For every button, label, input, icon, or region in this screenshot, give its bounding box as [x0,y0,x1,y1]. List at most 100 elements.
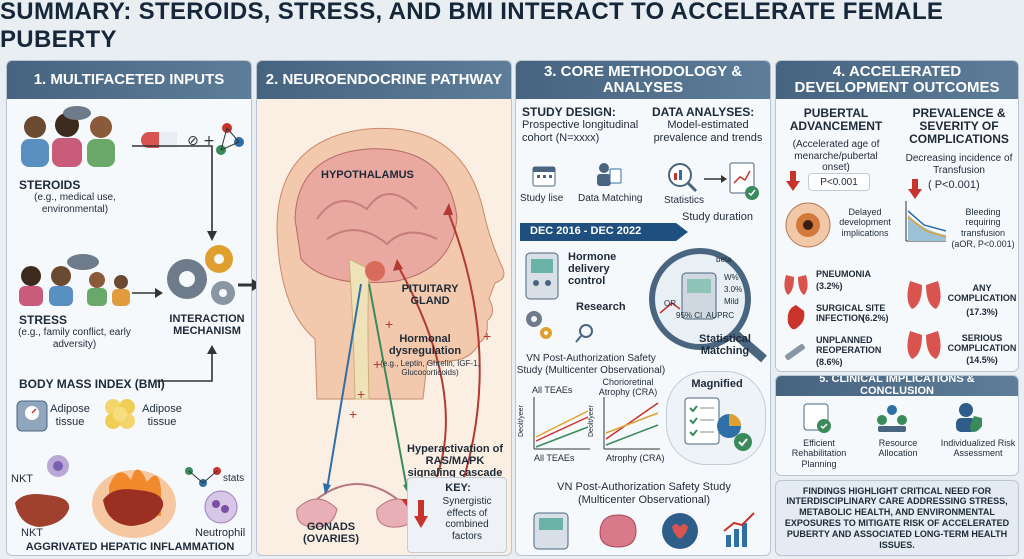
molecule-icon [185,467,221,487]
panel-development-outcomes: 4. ACCELERATED DEVELOPMENT OUTCOMES PUBE… [775,60,1019,372]
svg-text:+: + [349,406,357,422]
study-design-text: Prospective longitudinal cohort (N=xxxx) [522,119,639,144]
family-stress-icon [19,254,130,306]
page-title: SUMMARY: STEROIDS, STRESS, AND BMI INTER… [0,0,944,53]
eye-icon [785,202,831,248]
statistics-icon [668,162,759,200]
prevalence-sub: Decreasing incidence of Transfusion [905,153,1013,176]
nkt-label-bottom: NKT [21,527,43,539]
lens-label-ci: 95% CI [676,311,703,320]
pituitary-label: PITUITARY GLAND [401,283,459,308]
bleeding-label: Bleeding requiring transfusion [960,207,1006,238]
implication-item-2: Resource Allocation [878,438,918,459]
girls-group-icon [21,106,115,167]
study-design-title: STUDY DESIGN: [522,105,616,119]
chart1-ylabel: Deolt/yeer [518,405,525,437]
complication-right-2-value: (14.5%) [966,355,998,365]
panel-5-heading: 5. CLINICAL IMPLICATIONS & CONCLUSION [776,376,1018,397]
hepatic-inflammation-label: AGGRIVATED HEPATIC INFLAMMATION [25,541,235,553]
vn-study-label-1: VN Post-Authorization Safety Study (Mult… [516,353,666,376]
input-arrows [132,145,217,382]
panel-2-heading: 2. NEUROENDOCRINE PATHWAY [257,61,511,99]
lens-label-beta: beta [716,255,732,264]
chart2-title: Chorioretinal Atrophy (CRA) [598,377,658,398]
implication-item-1: Efficient Rehabilitation Planning [791,438,847,469]
svg-text:+: + [483,328,491,344]
svg-text:+: + [373,356,381,372]
complication-icons-left [784,275,808,360]
key-text: Synergistic effects of combined factors [442,496,492,542]
steroid-pill-icon: ⊘ + [141,123,244,155]
inflamed-liver-icon [92,469,176,538]
complication-left-3-value: (8.6%) [816,357,843,367]
panel-core-methodology: 3. CORE METHODOLOGY & ANALYSES STUDY DES… [515,60,771,556]
pubertal-advancement-sub: (Accelerated age of menarche/pubertal on… [792,139,880,173]
lens-label-or: OR [664,299,676,308]
svg-text:+: + [385,316,393,332]
hormonal-dysregulation-sub: (e.g., Leptin, Ghrelin, IGF-1, Glucocort… [380,359,480,378]
adipose-label-2: Adipose tissue [142,403,182,428]
research-label: Research [576,301,626,313]
statistics-label: Statistics [664,195,705,206]
panel-3-heading: 3. CORE METHODOLOGY & ANALYSES [516,61,770,99]
key-arrow-icon [414,500,428,528]
chart1-xlabel: All TEAEs [534,453,575,463]
hormone-delivery-label: Hormone delivery control [568,251,617,288]
bmi-label: BODY MASS INDEX (BMI) [19,377,165,391]
magnified-box: Magnified [666,371,766,465]
lens-label-mild: Mild [724,297,739,306]
hyperactivation-label: Hyperactivation of RAS/MAPK signaling ca… [407,443,503,480]
pubertal-advancement-title: PUBERTAL ADVANCEMENT [789,106,883,134]
study-lise-label: Study lise [520,193,564,204]
chart2-ylabel: Deolt/yeer [588,405,595,437]
complication-right-1-name: ANY COMPLICATION [947,283,1017,304]
adipose-label-1: Adipose tissue [50,403,90,428]
research-icon [526,311,593,343]
neutrophil-label: Neutrophil [195,527,246,539]
transfusion-trend-chart [905,201,947,242]
calendar-icon [532,166,556,187]
date-range-label: DEC 2016 - DEC 2022 [530,225,642,237]
complication-icons-right [907,281,941,359]
chart2-xlabel: Atrophy (CRA) [606,453,665,463]
lens-label-w: W% [724,273,739,282]
findings-conclusion: FINDINGS HIGHLIGHT CRITICAL NEED FOR INT… [775,480,1019,556]
stress-label: STRESS [19,313,68,327]
complication-left-3-name: UNPLANNED REOPERATION [816,335,882,356]
hypothalamus-label: HYPOTHALAMUS [321,169,414,181]
complication-right-2-name: SERIOUS COMPLICATION [947,333,1017,354]
chart1-title: All TEAEs [532,385,573,395]
steroids-label: STEROIDS [19,178,81,192]
complication-left-2-name: SURGICAL SITE INFECTION [816,303,886,324]
complication-left-2-value: (6.2%) [862,313,889,323]
svg-text:+: + [357,386,365,402]
data-matching-icon [597,163,622,186]
magnified-label: Magnified [691,378,743,390]
implication-icons [803,403,982,433]
scale-icon [16,400,48,432]
bottom-icons-row [533,512,755,550]
stress-sub: (e.g., family conflict, early adversity) [18,327,131,350]
p-value-1: P<0.001 [820,177,858,188]
steroids-sub: (e.g., medical use, environmental) [34,192,116,215]
complication-left-1-value: (3.2%) [816,281,843,291]
stats-label: stats [223,473,245,484]
trend-charts [533,397,660,450]
prevalence-title: PREVALENCE & SEVERITY OF COMPLICATIONS [909,106,1009,147]
statistical-matching-label: Statistical Matching [699,333,751,358]
panel-clinical-implications: 5. CLINICAL IMPLICATIONS & CONCLUSION Ef… [775,375,1019,476]
bleeding-aor-label: (aOR, P<0.001) [951,239,1015,249]
magnifier-lens [649,248,767,363]
lens-label-auprc: AUPRC [706,311,735,320]
gears-icon [167,245,235,305]
delayed-implications-label: Delayed development implications [839,207,891,238]
liver-icon [15,494,70,527]
p-value-2: ( P<0.001) [928,179,980,191]
adipose-tissue-icon [105,399,135,429]
implication-item-3: Individualized Risk Assessment [940,438,1016,459]
panel-4-heading: 4. ACCELERATED DEVELOPMENT OUTCOMES [776,61,1018,99]
down-arrow-icon-2 [908,179,922,199]
checklist-icon [684,397,752,451]
key-title: KEY: [445,482,471,494]
vn-study-label-2: VN Post-Authorization Safety Study (Mult… [557,481,731,506]
